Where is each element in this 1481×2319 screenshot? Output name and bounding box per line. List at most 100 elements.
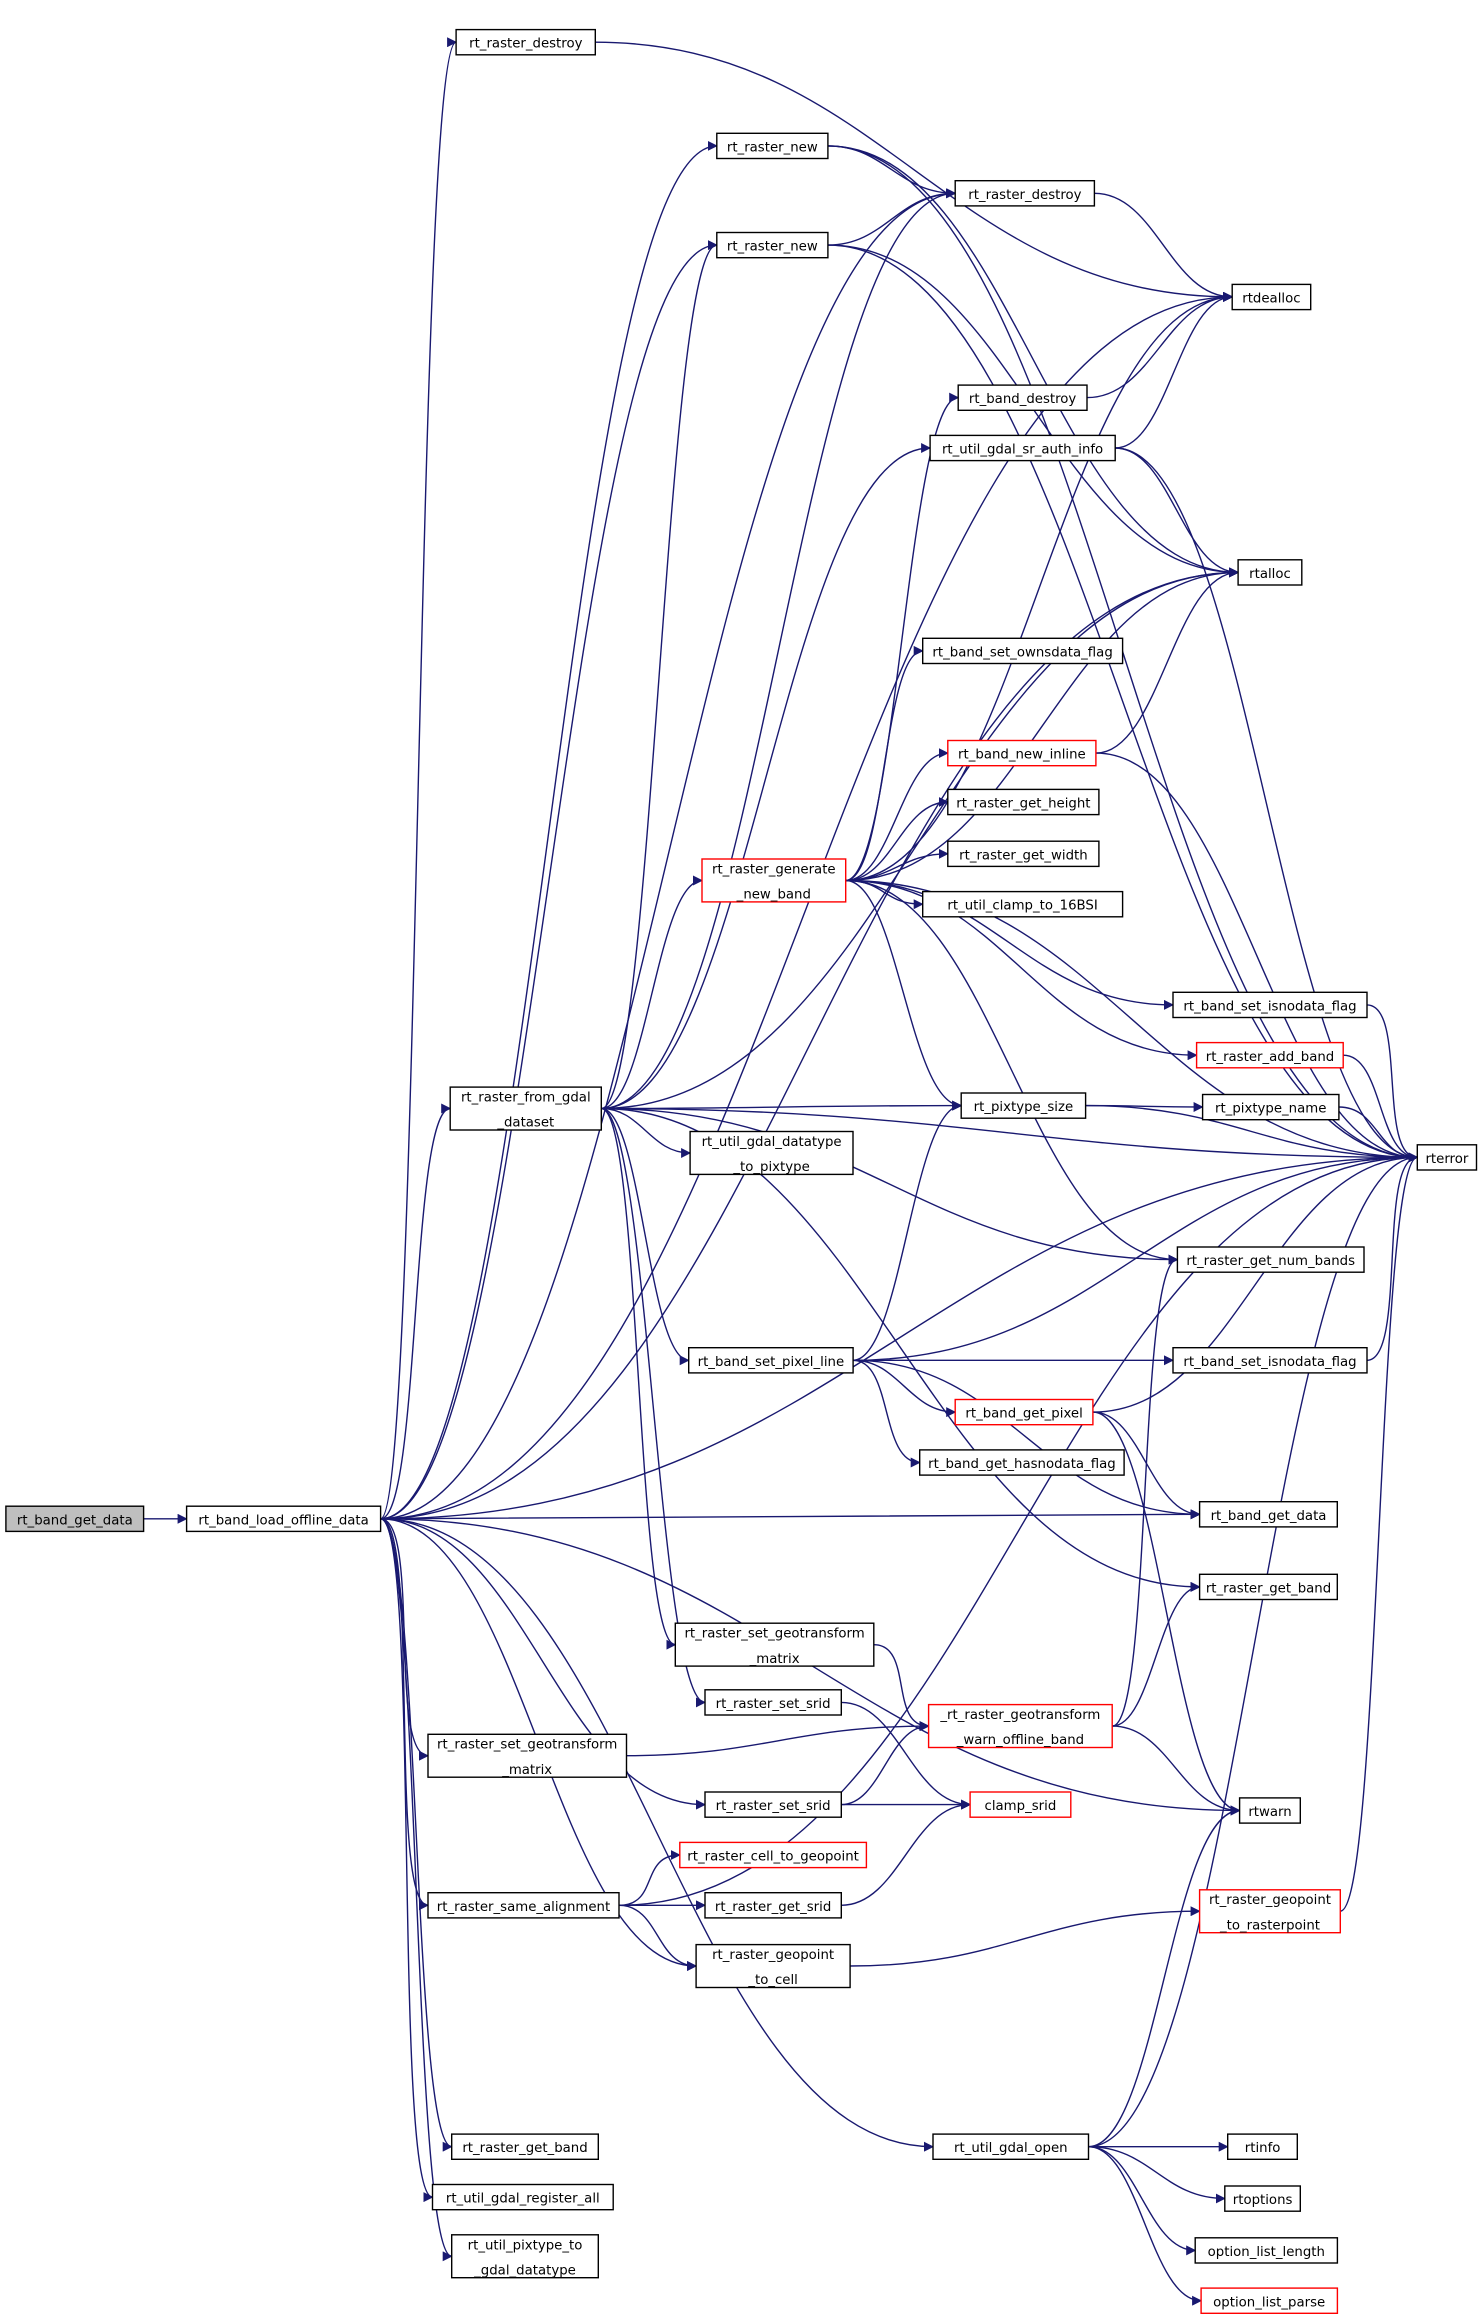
call-edge-fromgdal-to-gennew [601,875,703,1110]
node-box [688,1346,854,1374]
function-node-srauth[interactable]: rt_util_gdal_sr_auth_info [929,434,1116,462]
node-box [1198,1500,1338,1528]
call-edge-pxname-to-rterror [1338,1106,1419,1163]
call-edge-setgeo1-to-warnoff [873,1644,930,1732]
function-node-warnoff[interactable]: _rt_raster_geotransform_warn_offline_ban… [927,1703,1113,1749]
function-node-bdestroy[interactable]: rt_band_destroy [957,384,1088,412]
call-edge-lod-to-samealign [380,1518,429,1911]
node-box [1198,1889,1341,1934]
node-label: rt_raster_set_srid [716,1799,831,1814]
function-node-cell2geo[interactable]: rt_raster_cell_to_geopoint [679,1841,868,1869]
node-label: rt_band_destroy [969,392,1077,407]
function-node-geo2raster[interactable]: rt_raster_geopoint_to_rasterpoint [1198,1889,1341,1934]
call-edge-gennew-to-numbands [845,879,1179,1265]
node-label: rt_pixtype_name [1215,1102,1326,1117]
function-node-rdest1[interactable]: rt_raster_destroy [455,28,597,56]
node-label: rt_raster_destroy [968,188,1081,203]
node-label: rt_raster_geopoint [1209,1893,1331,1908]
node-label: rt_band_load_offline_data [198,1513,368,1528]
function-node-rtwarn[interactable]: rtwarn [1238,1797,1301,1824]
function-node-ownsdata[interactable]: rt_band_set_ownsdata_flag [922,637,1124,665]
function-node-isnodata1[interactable]: rt_band_set_isnodata_flag [1172,991,1368,1019]
function-node-rnew1[interactable]: rt_raster_new [716,132,829,160]
node-box [1176,1246,1365,1273]
function-node-cur[interactable]: rt_band_get_data [5,1505,145,1533]
node-label: rt_band_get_data [1211,1509,1327,1524]
function-node-samealign[interactable]: rt_raster_same_alignment [427,1891,620,1919]
node-label: rt_raster_from_gdal [461,1091,591,1106]
node-box [701,858,847,903]
function-node-newinline[interactable]: rt_band_new_inline [947,739,1097,767]
node-label: rtwarn [1248,1805,1291,1820]
function-node-rtalloc[interactable]: rtalloc [1237,559,1303,586]
node-box [1237,559,1303,586]
call-edge-rdest1-to-rtdealloc [595,41,1234,302]
node-box [716,231,829,259]
function-node-geo2cell[interactable]: rt_raster_geopoint_to_cell [695,1943,851,1989]
function-node-setpixel[interactable]: rt_band_set_pixel_line [688,1346,854,1374]
node-box [1416,1144,1478,1171]
node-label: _dataset [496,1116,554,1131]
call-edge-setgeo2-to-warnoff [626,1721,930,1757]
function-node-getdata[interactable]: rt_band_get_data [1198,1500,1338,1528]
function-node-setsrid1[interactable]: rt_raster_set_srid [704,1689,843,1716]
function-node-numbands[interactable]: rt_raster_get_num_bands [1176,1246,1365,1273]
function-node-fromgdal[interactable]: rt_raster_from_gdal _dataset [449,1086,603,1131]
function-node-optparse[interactable]: option_list_parse [1200,2287,1339,2315]
function-node-addband[interactable]: rt_raster_add_band [1195,1041,1344,1069]
function-node-rnew2[interactable]: rt_raster_new [716,231,829,259]
node-label: rt_band_get_data [17,1513,133,1528]
function-node-gennew[interactable]: rt_raster_generate_new_band [701,858,847,903]
function-node-hasnodata[interactable]: rt_band_get_hasnodata_flag [919,1449,1125,1476]
call-edge-samealign-to-cell2geo [619,1850,681,1906]
function-node-rterror[interactable]: rterror [1416,1144,1478,1171]
node-label: rt_pixtype_size [974,1100,1073,1115]
function-node-rdest2[interactable]: rt_raster_destroy [954,179,1096,207]
function-node-isnodata2[interactable]: rt_band_set_isnodata_flag [1172,1346,1368,1374]
node-box [1226,2133,1298,2161]
call-edge-getpixel-to-rterror [1092,1152,1419,1413]
call-edge-isnodata1-to-rterror [1366,1004,1419,1163]
node-label: rt_raster_destroy [469,37,582,52]
call-edge-gennew-to-newinline [845,748,949,882]
call-edge-lod-to-rnew1 [380,140,718,1520]
function-node-optlen[interactable]: option_list_length [1194,2237,1339,2264]
call-edge-rnew2-to-rdest2 [827,188,957,246]
function-node-lod[interactable]: rt_band_load_offline_data [185,1505,382,1533]
function-node-rtinfo[interactable]: rtinfo [1226,2133,1298,2161]
function-node-setgeo2[interactable]: rt_raster_set_geotransform_matrix [427,1733,628,1778]
node-label: option_list_length [1208,2245,1325,2260]
function-node-dtype2px[interactable]: rt_util_gdal_datatype_to_pixtype [689,1130,854,1176]
function-node-setsrid2[interactable]: rt_raster_set_srid [704,1791,843,1818]
function-node-setgeo1[interactable]: rt_raster_set_geotransform_matrix [674,1622,875,1667]
function-node-getheight[interactable]: rt_raster_get_height [947,788,1100,816]
call-edge-srauth-to-rtalloc [1115,447,1240,578]
node-box [5,1505,145,1533]
node-label: rt_band_get_pixel [965,1407,1082,1422]
function-node-pxsize[interactable]: rt_pixtype_size [960,1092,1087,1119]
function-node-getwidth[interactable]: rt_raster_get_width [947,840,1100,868]
function-node-getsrid[interactable]: rt_raster_get_srid [704,1891,843,1919]
function-node-rtdealloc[interactable]: rtdealloc [1231,283,1312,311]
call-edge-fromgdal-to-srauth [601,443,932,1110]
call-edge-gennew-to-pxsize [845,879,963,1111]
node-box [427,1891,620,1919]
node-box [922,637,1124,665]
function-node-px2gdal[interactable]: rt_util_pixtype_to_gdal_datatype [451,2234,600,2279]
function-node-getband2[interactable]: rt_raster_get_band [451,2133,600,2161]
function-node-pxname[interactable]: rt_pixtype_name [1201,1093,1340,1121]
function-node-getband1[interactable]: rt_raster_get_band [1198,1573,1338,1601]
node-box [1224,2185,1302,2212]
call-edge-gennew-to-addband [845,879,1198,1061]
function-node-gdalopen[interactable]: rt_util_gdal_open [932,2133,1090,2161]
function-node-rtoptions[interactable]: rtoptions [1224,2185,1302,2212]
function-node-getpixel[interactable]: rt_band_get_pixel [954,1398,1094,1426]
function-node-regall[interactable]: rt_util_gdal_register_all [431,2183,614,2211]
node-label: rt_raster_same_alignment [437,1900,610,1915]
function-node-clamp16[interactable]: rt_util_clamp_to_16BSI [922,890,1124,918]
function-node-clampsrid[interactable]: clamp_srid [969,1791,1072,1818]
node-label: rt_util_gdal_open [954,2141,1068,2156]
call-edge-rdest2-to-rtdealloc [1094,192,1234,302]
node-label: rt_util_pixtype_to [468,2238,583,2253]
